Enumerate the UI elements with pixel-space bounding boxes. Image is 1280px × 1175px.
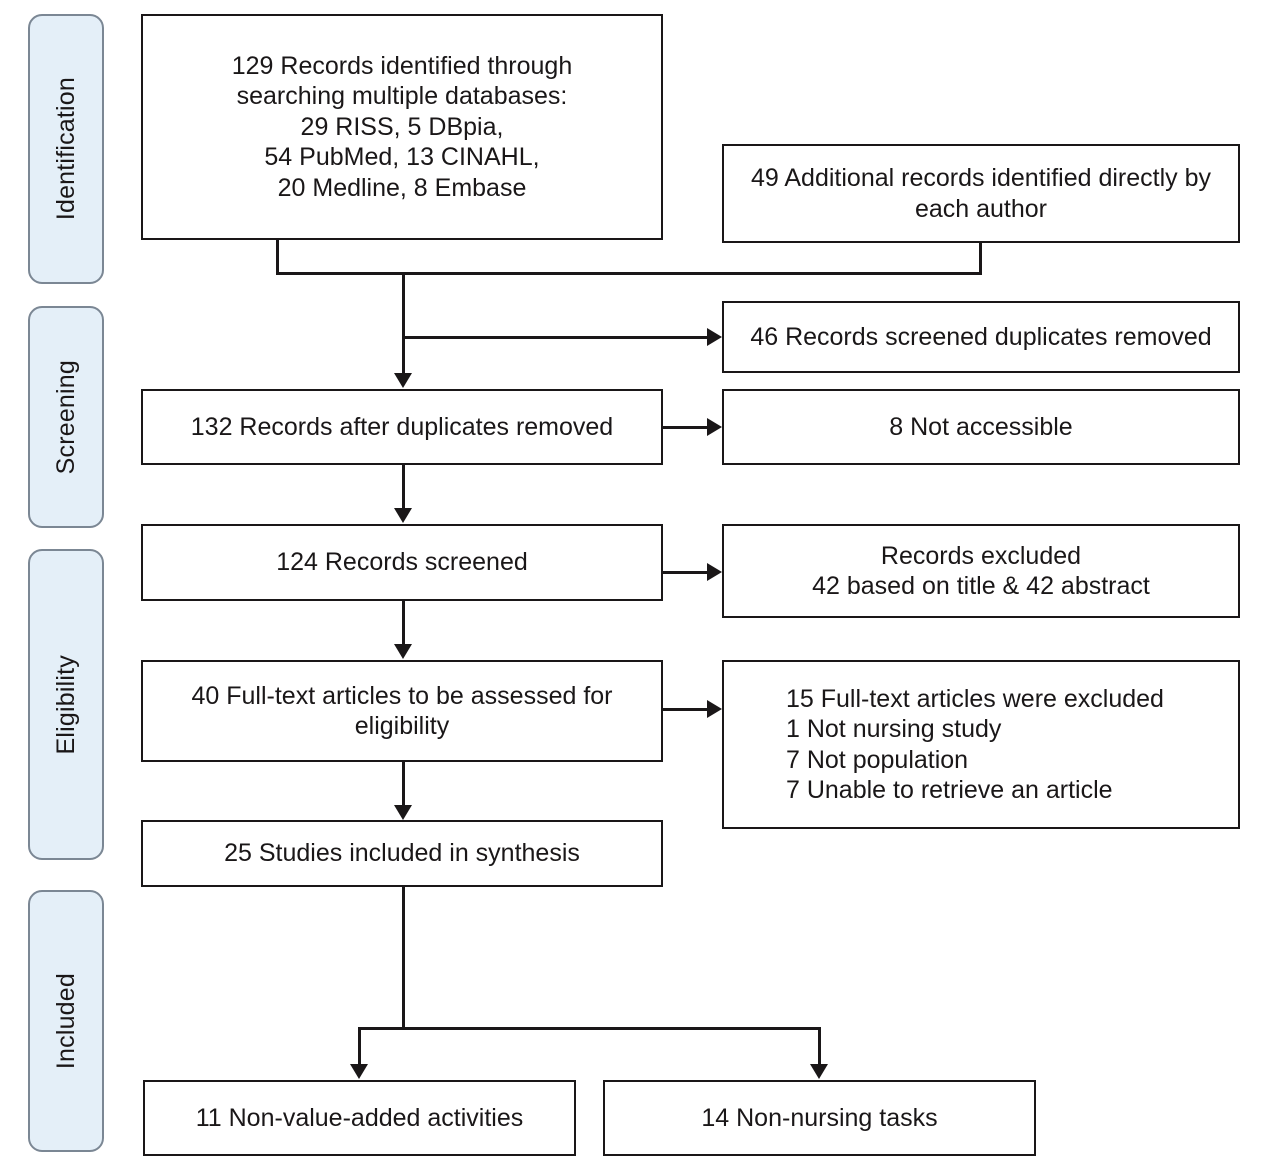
box-non-nursing-tasks: 14 Non-nursing tasks — [603, 1080, 1036, 1156]
connector-to-records-excluded — [663, 571, 708, 574]
arrowhead-to-duplicates-removed — [707, 328, 722, 346]
arrowhead-to-fulltext-assessed — [394, 644, 412, 659]
arrowhead-to-studies-included — [394, 805, 412, 820]
connector-identified-down — [276, 239, 279, 274]
box-records-identified-text: 129 Records identified through searching… — [231, 51, 573, 202]
stage-pill-eligibility: Eligibility — [28, 549, 104, 860]
stage-label-screening: Screening — [51, 359, 80, 475]
arrowhead-to-not-accessible — [707, 418, 722, 436]
connector-split-left — [358, 1027, 361, 1066]
box-additional-records: 49 Additional records identified directl… — [722, 144, 1240, 243]
connector-additional-down — [979, 243, 982, 274]
box-records-excluded: Records excluded 42 based on title & 42 … — [722, 524, 1240, 618]
connector-split-right — [818, 1027, 821, 1066]
stage-label-included: Included — [51, 972, 80, 1070]
connector-fulltext-to-included — [402, 762, 405, 808]
connector-to-duplicates-removed — [403, 336, 708, 339]
box-records-screened: 124 Records screened — [141, 524, 663, 601]
arrowhead-to-records-after-duplicates — [394, 373, 412, 388]
arrowhead-to-non-value-added — [350, 1064, 368, 1079]
box-fulltext-assessed: 40 Full-text articles to be assessed for… — [141, 660, 663, 762]
box-records-screened-text: 124 Records screened — [276, 548, 528, 577]
box-studies-included: 25 Studies included in synthesis — [141, 820, 663, 887]
stage-pill-included: Included — [28, 890, 104, 1152]
connector-merge-bar — [276, 272, 982, 275]
stage-label-eligibility: Eligibility — [51, 654, 80, 755]
arrowhead-to-records-screened — [394, 508, 412, 523]
arrowhead-to-non-nursing-tasks — [810, 1064, 828, 1079]
connector-duplicates-to-screened — [402, 465, 405, 511]
connector-to-fulltext-excluded — [663, 708, 708, 711]
box-fulltext-excluded: 15 Full-text articles were excluded 1 No… — [722, 660, 1240, 829]
box-additional-records-text: 49 Additional records identified directl… — [751, 164, 1211, 223]
box-fulltext-assessed-text: 40 Full-text articles to be assessed for… — [191, 681, 613, 741]
stage-label-identification: Identification — [51, 77, 80, 221]
arrowhead-to-fulltext-excluded — [707, 700, 722, 718]
box-duplicates-removed: 46 Records screened duplicates removed — [722, 301, 1240, 373]
box-records-identified: 129 Records identified through searching… — [141, 14, 663, 240]
box-records-after-duplicates-text: 132 Records after duplicates removed — [190, 412, 614, 441]
box-non-value-added-text: 11 Non-value-added activities — [195, 1103, 524, 1132]
connector-to-not-accessible — [663, 426, 708, 429]
box-records-excluded-text: Records excluded 42 based on title & 42 … — [812, 541, 1150, 601]
stage-pill-screening: Screening — [28, 306, 104, 528]
box-non-value-added: 11 Non-value-added activities — [143, 1080, 576, 1156]
stage-pill-identification: Identification — [28, 14, 104, 284]
box-non-nursing-tasks-text: 14 Non-nursing tasks — [701, 1103, 938, 1132]
box-not-accessible: 8 Not accessible — [722, 389, 1240, 465]
connector-screened-to-fulltext — [402, 601, 405, 647]
box-fulltext-excluded-text: 15 Full-text articles were excluded 1 No… — [786, 684, 1164, 805]
box-not-accessible-text: 8 Not accessible — [889, 412, 1073, 441]
box-records-after-duplicates: 132 Records after duplicates removed — [141, 389, 663, 465]
box-studies-included-text: 25 Studies included in synthesis — [224, 839, 580, 868]
connector-split-bar — [358, 1027, 820, 1030]
connector-merge-down — [402, 272, 405, 376]
box-duplicates-removed-text: 46 Records screened duplicates removed — [750, 322, 1212, 351]
connector-included-down — [402, 886, 405, 1029]
arrowhead-to-records-excluded — [707, 563, 722, 581]
